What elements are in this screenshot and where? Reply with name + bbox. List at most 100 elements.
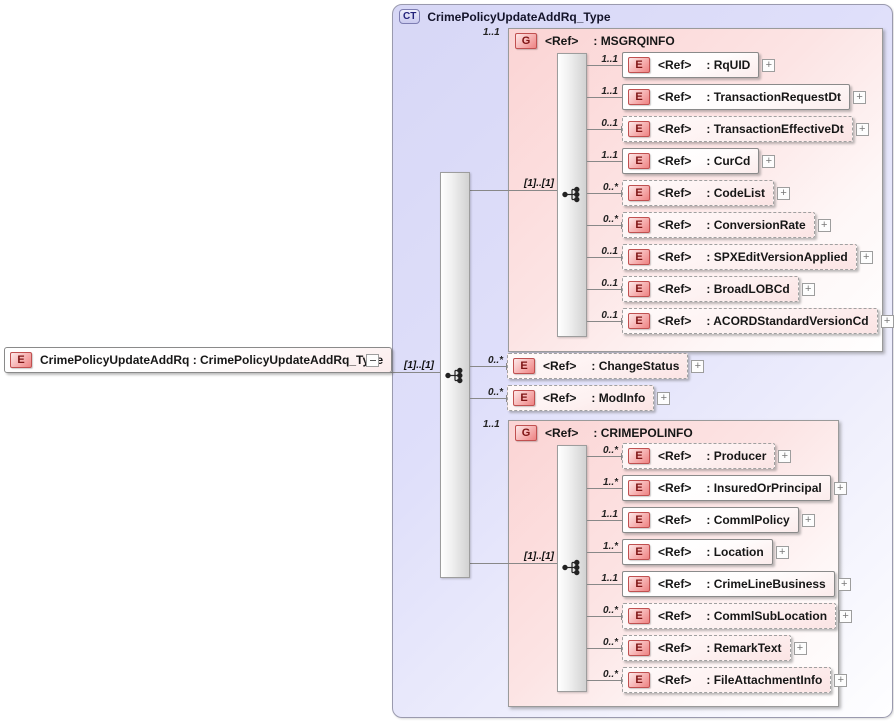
connector-line: 1..1	[587, 509, 622, 521]
element-row: 0..* E <Ref> : RemarkText +	[587, 635, 807, 661]
ref-label: <Ref>	[658, 673, 692, 687]
connector-line	[470, 563, 566, 564]
connector-line	[388, 372, 447, 373]
complex-type-icon: CT	[399, 9, 421, 24]
cardinality-label: 0..*	[602, 181, 618, 193]
element-name: : ConversionRate	[706, 218, 806, 232]
element-row: 1..1 E <Ref> : TransactionRequestDt +	[587, 84, 867, 110]
cardinality-label: 0..*	[602, 604, 618, 616]
element-name: : TransactionEffectiveDt	[706, 122, 844, 136]
ref-label: <Ref>	[658, 90, 692, 104]
cardinality-label: 0..*	[602, 636, 618, 648]
element-transaction-effective-dt[interactable]: E <Ref> : TransactionEffectiveDt	[622, 116, 853, 142]
element-icon: E	[628, 249, 650, 265]
ref-label: <Ref>	[658, 545, 692, 559]
expand-icon[interactable]: +	[853, 90, 867, 104]
element-name: : RemarkText	[706, 641, 782, 655]
expand-icon[interactable]: +	[762, 58, 776, 72]
connector-line: 0..*	[587, 605, 622, 620]
group-header: G <Ref> : CRIMEPOLINFO	[515, 425, 693, 441]
element-icon: E	[628, 608, 650, 624]
expand-icon[interactable]: +	[833, 481, 847, 495]
element-icon: E	[628, 672, 650, 688]
expand-icon[interactable]: +	[762, 154, 776, 168]
element-icon: E	[628, 89, 650, 105]
element-name: : InsuredOrPrincipal	[706, 481, 822, 495]
element-name: : CommlSubLocation	[706, 609, 828, 623]
element-remark-text[interactable]: E <Ref> : RemarkText	[622, 635, 791, 661]
element-row: 1..1 E <Ref> : CurCd +	[587, 148, 776, 174]
element-comml-sub-location[interactable]: E <Ref> : CommlSubLocation	[622, 603, 837, 629]
expand-icon[interactable]: +	[775, 545, 789, 559]
element-icon: E	[628, 480, 650, 496]
element-name: : CrimeLineBusiness	[706, 577, 826, 591]
expand-icon[interactable]: +	[657, 391, 671, 405]
expand-icon[interactable]: +	[837, 577, 851, 591]
expand-icon[interactable]: +	[793, 641, 807, 655]
connector-line: 0..*	[587, 182, 622, 197]
element-mod-info[interactable]: E <Ref> : ModInfo	[507, 385, 655, 411]
root-element-box[interactable]: E CrimePolicyUpdateAddRq : CrimePolicyUp…	[4, 347, 393, 373]
ref-label: <Ref>	[658, 449, 692, 463]
element-acord-standard-version-cd[interactable]: E <Ref> : ACORDStandardVersionCd	[622, 308, 878, 334]
expand-icon[interactable]: +	[855, 122, 869, 136]
expand-icon[interactable]: +	[777, 186, 791, 200]
element-comml-policy[interactable]: E <Ref> : CommlPolicy	[622, 507, 799, 533]
expand-icon[interactable]: +	[778, 449, 792, 463]
element-icon: E	[628, 576, 650, 592]
cardinality-label: 1..1	[601, 85, 618, 97]
element-broad-lob-cd[interactable]: E <Ref> : BroadLOBCd	[622, 276, 799, 302]
element-icon: E	[10, 352, 32, 368]
expand-icon[interactable]: +	[834, 673, 848, 687]
connector-line: 1..*	[587, 477, 622, 489]
element-icon: E	[628, 544, 650, 560]
element-row: 0..* E <Ref> : ModInfo +	[470, 385, 671, 411]
element-conversion-rate[interactable]: E <Ref> : ConversionRate	[622, 212, 815, 238]
connector-line: 0..1	[587, 246, 622, 261]
element-row: 0..1 E <Ref> : ACORDStandardVersionCd +	[587, 308, 894, 334]
element-change-status[interactable]: E <Ref> : ChangeStatus	[507, 353, 689, 379]
expand-icon[interactable]: +	[691, 359, 705, 373]
expand-icon[interactable]: +	[801, 282, 815, 296]
element-curcd[interactable]: E <Ref> : CurCd	[622, 148, 760, 174]
connector-line: 1..1	[587, 54, 622, 66]
element-transaction-request-dt[interactable]: E <Ref> : TransactionRequestDt	[622, 84, 851, 110]
expand-icon[interactable]: +	[859, 250, 873, 264]
element-rquid[interactable]: E <Ref> : RqUID	[622, 52, 760, 78]
element-row: 0..* E <Ref> : ConversionRate +	[587, 212, 831, 238]
element-name: : FileAttachmentInfo	[706, 673, 823, 687]
collapse-icon[interactable]	[366, 354, 379, 367]
element-row: 1..* E <Ref> : InsuredOrPrincipal +	[587, 475, 847, 501]
element-name: : CodeList	[706, 186, 766, 200]
ref-label: <Ref>	[658, 513, 692, 527]
element-crime-line-business[interactable]: E <Ref> : CrimeLineBusiness	[622, 571, 835, 597]
group-icon: G	[515, 425, 537, 441]
connector-line: 0..1	[587, 278, 622, 293]
cardinality-label: 1..1	[601, 149, 618, 161]
expand-icon[interactable]: +	[839, 609, 853, 623]
sequence-compositor-icon[interactable]	[562, 559, 582, 576]
ref-label: <Ref>	[658, 609, 692, 623]
sequence-compositor-icon[interactable]	[562, 186, 582, 203]
element-codelist[interactable]: E <Ref> : CodeList	[622, 180, 775, 206]
element-location[interactable]: E <Ref> : Location	[622, 539, 773, 565]
ref-label: <Ref>	[658, 218, 692, 232]
ref-label: <Ref>	[658, 282, 692, 296]
group-header: G <Ref> : MSGRQINFO	[515, 33, 675, 49]
sequence-compositor-icon[interactable]	[445, 367, 465, 384]
root-element-label: CrimePolicyUpdateAddRq : CrimePolicyUpda…	[40, 353, 384, 367]
element-icon: E	[628, 57, 650, 73]
connector-line: 0..*	[587, 669, 622, 684]
expand-icon[interactable]: +	[817, 218, 831, 232]
element-producer[interactable]: E <Ref> : Producer	[622, 443, 776, 469]
element-icon: E	[628, 512, 650, 528]
element-row: 0..1 E <Ref> : SPXEditVersionApplied +	[587, 244, 873, 270]
cardinality-label: 0..*	[602, 213, 618, 225]
element-insured-or-principal[interactable]: E <Ref> : InsuredOrPrincipal	[622, 475, 831, 501]
element-file-attachment-info[interactable]: E <Ref> : FileAttachmentInfo	[622, 667, 832, 693]
element-spx-edit-version-applied[interactable]: E <Ref> : SPXEditVersionApplied	[622, 244, 857, 270]
expand-icon[interactable]: +	[880, 314, 894, 328]
cardinality-label: 0..*	[487, 354, 503, 366]
group-name: : CRIMEPOLINFO	[593, 426, 693, 440]
expand-icon[interactable]: +	[801, 513, 815, 527]
